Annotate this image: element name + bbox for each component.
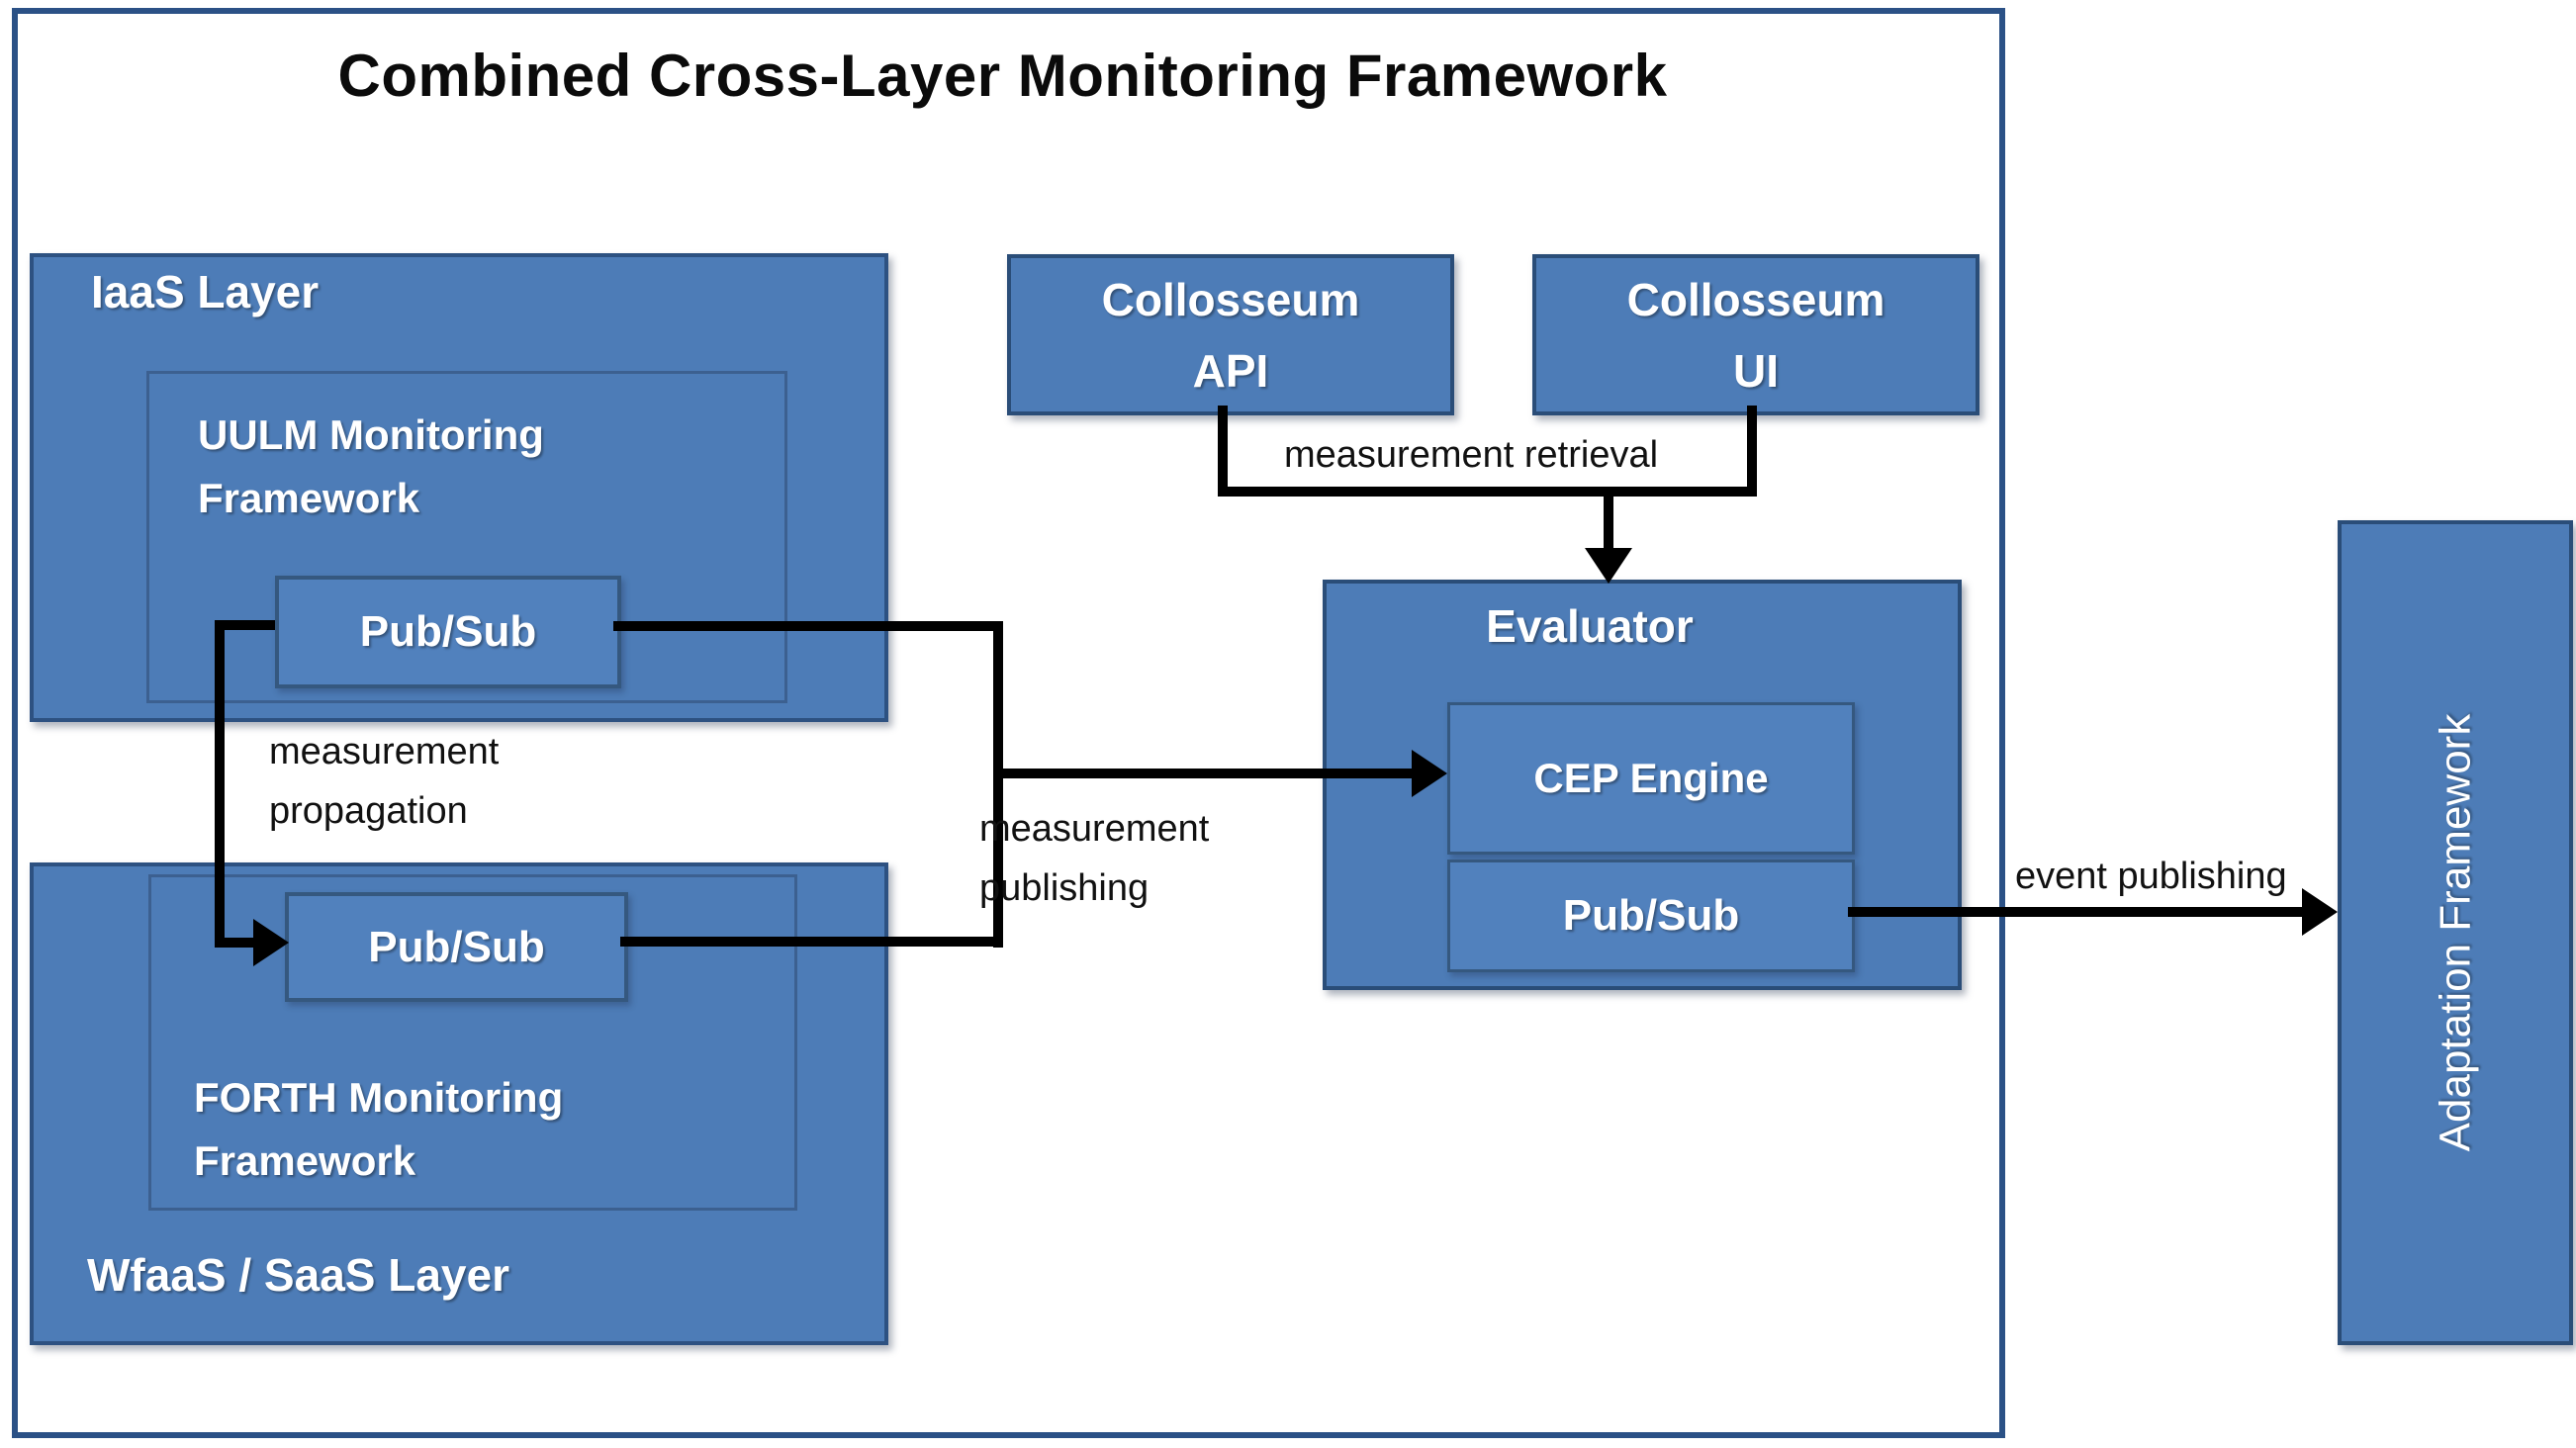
arrowhead-into-adaptation — [2302, 888, 2338, 936]
connector-propagation-bottom — [215, 938, 259, 948]
evaluator-pubsub-box: Pub/Sub — [1447, 860, 1855, 972]
iaas-layer-label: IaaS Layer — [91, 266, 320, 317]
adaptation-framework-label: Adaptation Framework — [2431, 713, 2479, 1152]
forth-pubsub-box: Pub/Sub — [285, 892, 628, 1002]
measurement-retrieval-label: measurement retrieval — [1284, 434, 1659, 476]
evaluator-pubsub-label: Pub/Sub — [1562, 891, 1740, 940]
adaptation-framework-box: Adaptation Framework — [2338, 520, 2573, 1345]
collosseum-ui-box: Collosseum UI — [1532, 254, 1979, 415]
connector-evaluator-down-shaft — [1604, 487, 1613, 556]
forth-pubsub-label: Pub/Sub — [368, 922, 545, 971]
connector-ui-stub — [1747, 406, 1757, 497]
connector-propagation-vertical — [215, 620, 225, 948]
diagram-title: Combined Cross-Layer Monitoring Framewor… — [337, 43, 1668, 109]
forth-framework-label: FORTH Monitoring Framework — [194, 1074, 564, 1184]
connector-propagation-top — [215, 620, 275, 630]
connector-event-shaft — [1848, 907, 2304, 917]
uulm-pubsub-label: Pub/Sub — [359, 607, 537, 656]
cep-engine-box: CEP Engine — [1447, 702, 1855, 855]
connector-publishing-shaft — [993, 769, 1414, 778]
connector-api-stub — [1218, 406, 1228, 497]
wfaas-layer-label: WfaaS / SaaS Layer — [87, 1249, 509, 1301]
arrowhead-into-evaluator — [1585, 548, 1632, 584]
connector-uulm-pubsub-right — [613, 621, 1003, 631]
outer-frame — [12, 8, 2005, 1438]
measurement-publishing-label: measurement publishing — [979, 808, 1210, 909]
connector-retrieval-horizontal — [1218, 487, 1757, 497]
uulm-pubsub-box: Pub/Sub — [275, 576, 621, 688]
arrowhead-into-cep-engine — [1412, 750, 1447, 797]
connector-publishing-vertical — [993, 621, 1003, 948]
arrowhead-into-forth-pubsub — [253, 919, 289, 966]
measurement-propagation-label: measurement propagation — [269, 731, 500, 832]
evaluator-label: Evaluator — [1486, 600, 1694, 652]
event-publishing-label: event publishing — [2015, 856, 2287, 897]
uulm-framework-label: UULM Monitoring Framework — [198, 411, 544, 521]
connector-forth-pubsub-right — [620, 937, 1003, 947]
cep-engine-label: CEP Engine — [1533, 755, 1769, 801]
collosseum-api-box: Collosseum API — [1007, 254, 1454, 415]
